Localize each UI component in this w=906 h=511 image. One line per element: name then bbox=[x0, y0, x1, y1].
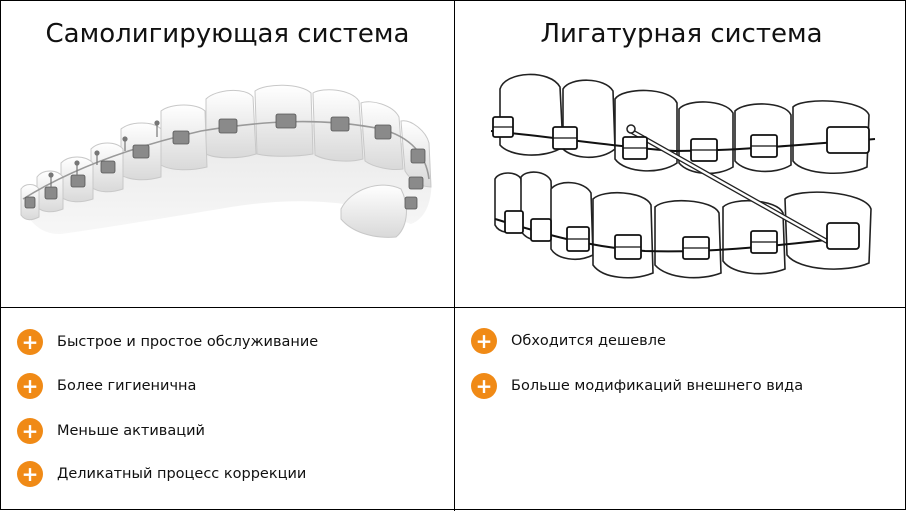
list-item: + Более гигиенична bbox=[17, 372, 196, 400]
list-item: + Меньше активаций bbox=[17, 417, 205, 445]
ligature-panel: Лигатурная система bbox=[455, 1, 906, 307]
advantage-label: Больше модификаций внешнего вида bbox=[511, 378, 804, 394]
list-item: + Быстрое и простое обслуживание bbox=[17, 328, 318, 356]
plus-icon: + bbox=[17, 329, 43, 355]
plus-icon: + bbox=[17, 418, 43, 444]
advantage-label: Быстрое и простое обслуживание bbox=[57, 334, 319, 350]
plus-icon: + bbox=[471, 328, 497, 354]
self-ligating-panel: Самолигирующая система bbox=[1, 1, 454, 307]
self-ligating-braces-image bbox=[20, 84, 432, 238]
plus-icon: + bbox=[17, 461, 43, 487]
self-ligating-title: Самолигирующая система bbox=[45, 19, 410, 49]
advantage-label: Обходится дешевле bbox=[511, 333, 666, 349]
plus-icon: + bbox=[17, 373, 43, 399]
ligature-title: Лигатурная система bbox=[540, 19, 823, 49]
row-divider bbox=[1, 307, 906, 308]
list-item: + Больше модификаций внешнего вида bbox=[471, 372, 803, 400]
list-item: + Обходится дешевле bbox=[471, 327, 666, 355]
advantage-label: Меньше активаций bbox=[57, 423, 205, 439]
advantage-label: Более гигиенична bbox=[57, 378, 197, 394]
list-item: + Деликатный процесс коррекции bbox=[17, 460, 306, 488]
ligature-advantages: + Обходится дешевле + Больше модификаций… bbox=[455, 308, 906, 511]
plus-icon: + bbox=[471, 373, 497, 399]
column-divider bbox=[454, 1, 455, 511]
ligature-braces-drawing bbox=[490, 73, 876, 279]
self-ligating-advantages: + Быстрое и простое обслуживание + Более… bbox=[1, 308, 453, 511]
advantage-label: Деликатный процесс коррекции bbox=[57, 466, 307, 482]
